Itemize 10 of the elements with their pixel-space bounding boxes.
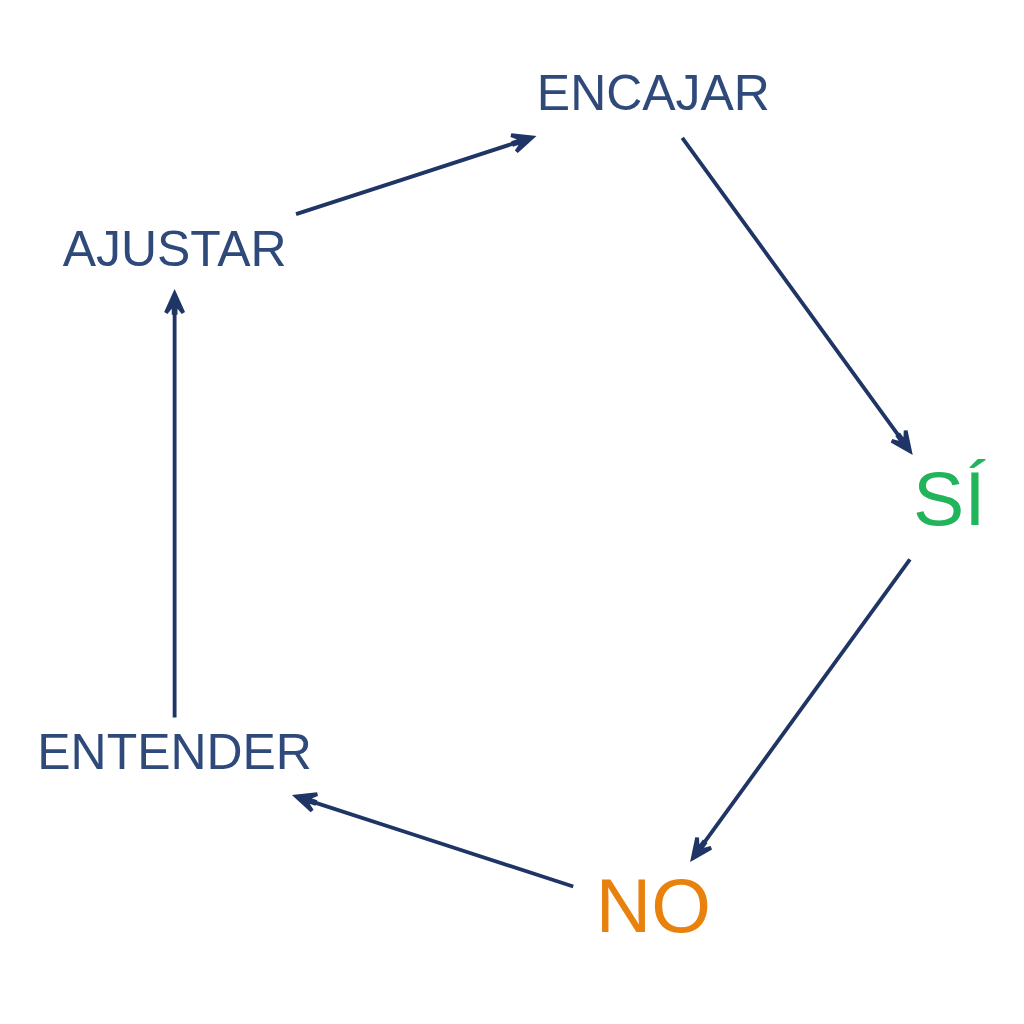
arrow (295, 132, 534, 216)
arrow (680, 136, 912, 453)
arrow (294, 791, 574, 888)
node-text: AJUSTAR (62, 220, 287, 277)
node-text: ENTENDER (37, 723, 312, 780)
arrow (690, 557, 912, 860)
node-text: SÍ (912, 454, 986, 541)
node-text: ENCAJAR (536, 64, 770, 121)
arrow (164, 291, 186, 717)
node-text: NO (595, 861, 711, 948)
